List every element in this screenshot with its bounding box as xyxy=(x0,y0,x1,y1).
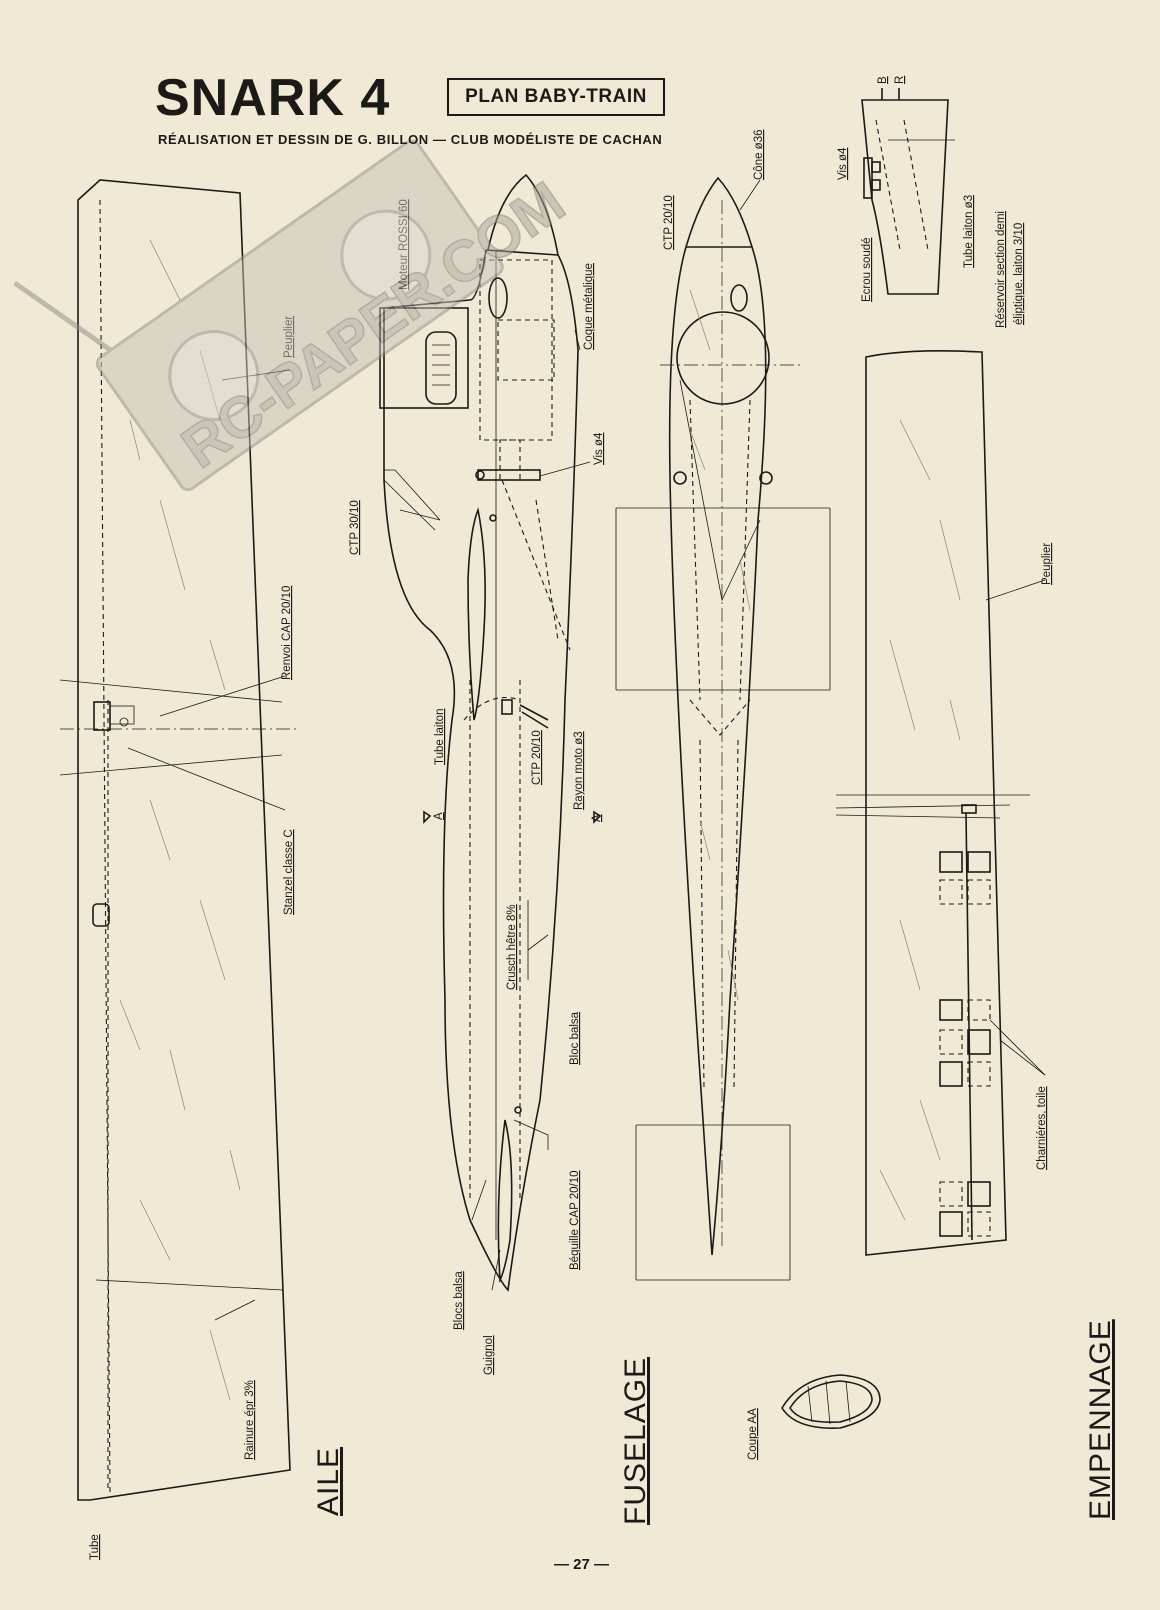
tailplane-drawing xyxy=(835,349,1046,1256)
label-tube-laiton-3: Tube laiton ø3 xyxy=(963,195,975,268)
label-vis4-fuselage: Vis ø4 xyxy=(593,432,605,465)
label-coupe: Coupe AA xyxy=(747,1408,759,1460)
cross-section-aa xyxy=(781,1374,881,1429)
label-ctp-30-10: CTP 30/10 xyxy=(349,500,361,555)
label-rainure: Rainure épr 3% xyxy=(244,1380,256,1460)
label-blocs-balsa: Blocs balsa xyxy=(453,1271,465,1330)
label-rayon-moto: Rayon moto ø3 xyxy=(573,731,585,810)
label-coque: Coque métalique xyxy=(583,263,595,350)
label-peuplier-tail: Peuplier xyxy=(1041,543,1053,585)
label-ctp-20-10-top: CTP 20/10 xyxy=(663,195,675,250)
wing-drawing xyxy=(59,179,300,1501)
fuel-tank-drawing xyxy=(861,88,955,295)
label-cone: Cône ø36 xyxy=(753,129,765,180)
label-reservoir-2: éliptique. laiton 3/10 xyxy=(1013,223,1025,325)
page-number: — 27 — xyxy=(554,1556,610,1573)
label-ctp-20-10-side: CTP 20/10 xyxy=(531,730,543,785)
label-reservoir-1: Réservoir section demi xyxy=(995,211,1007,328)
label-renvoi: Renvoi CAP 20/10 xyxy=(281,586,293,680)
plan-type-box: PLAN BABY-TRAIN xyxy=(447,78,665,116)
label-bloc-balsa: Bloc balsa xyxy=(569,1011,581,1065)
label-guignol: Guignol xyxy=(483,1335,495,1375)
label-tube: Tube xyxy=(89,1534,101,1560)
label-bequille: Béquille CAP 20/10 xyxy=(569,1170,581,1270)
section-label-fuselage: FUSELAGE xyxy=(619,1356,652,1525)
label-stanzel: Stanzel classe C xyxy=(283,829,295,915)
label-charnieres: Charniéres, toile xyxy=(1036,1086,1048,1170)
section-label-empennage: EMPENNAGE xyxy=(1084,1319,1117,1520)
label-ecrou: Ecrou soudé xyxy=(861,237,873,302)
label-tank-r: R xyxy=(894,76,906,84)
plan-subtitle: RÉALISATION ET DESSIN DE G. BILLON — CLU… xyxy=(158,132,663,147)
label-tank-b: B xyxy=(877,76,889,84)
label-tube-laiton: Tube laiton xyxy=(434,709,446,765)
label-section-a: A xyxy=(433,812,445,820)
label-marker-a-side: A xyxy=(591,814,603,822)
section-label-aile: AILE xyxy=(312,1446,345,1516)
label-crusch: Crusch hêtre 8% xyxy=(506,904,518,990)
label-vis4-tank: Vis ø4 xyxy=(837,147,849,180)
plan-title: SNARK 4 xyxy=(155,69,391,127)
fuselage-top-view xyxy=(615,176,831,1281)
fuselage-side-view xyxy=(379,173,602,1292)
